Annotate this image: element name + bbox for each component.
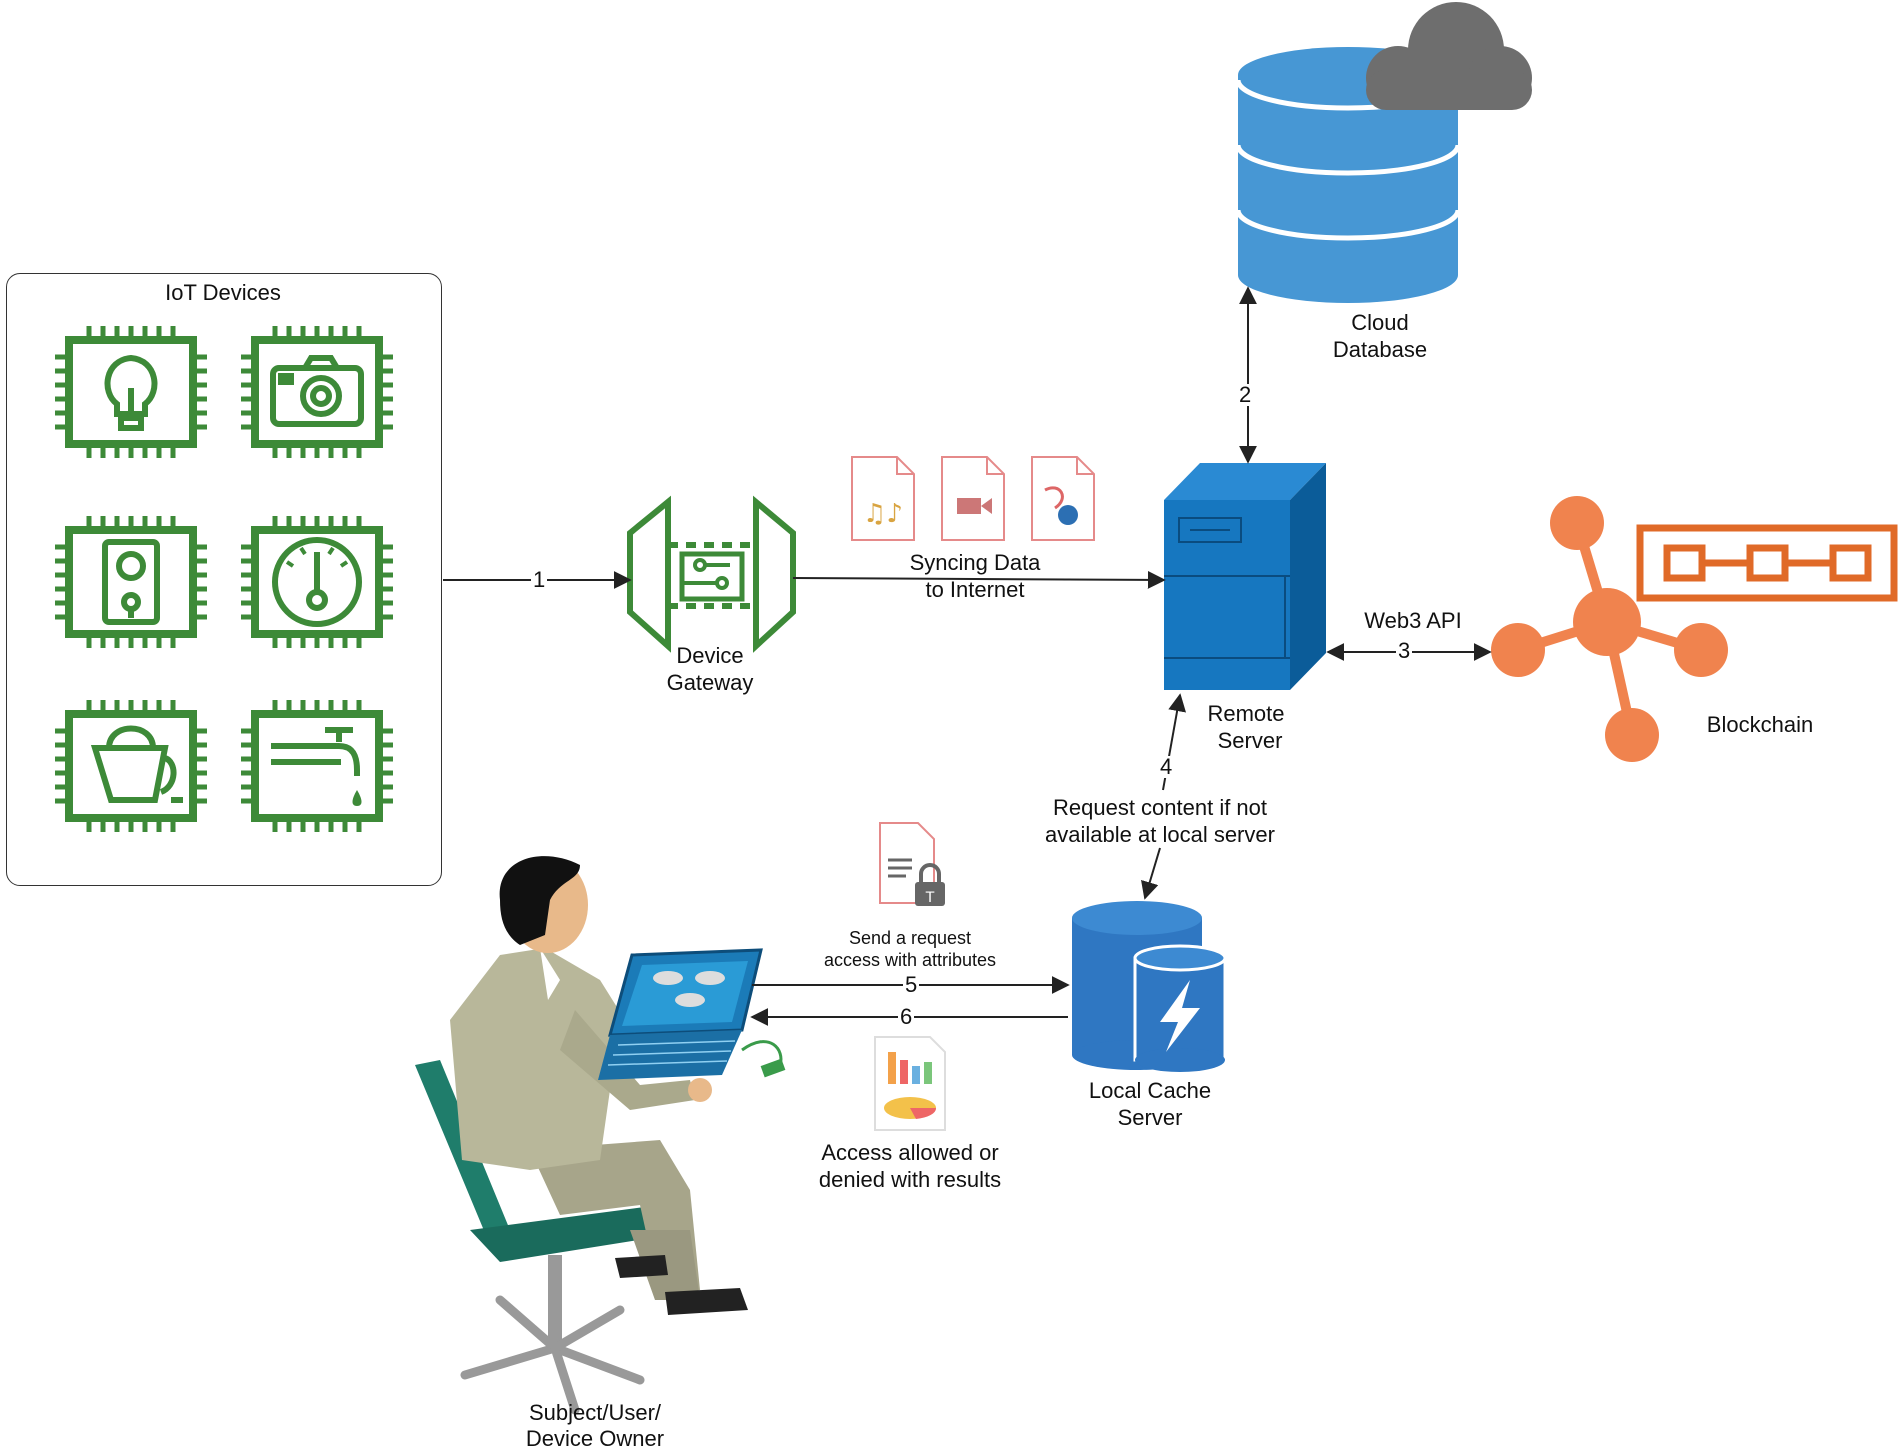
user-label-line1: Subject/User/: [528, 1400, 662, 1425]
kettle-chip-icon: [55, 700, 207, 832]
local-cache-label-line2: Server: [1117, 1105, 1183, 1130]
gateway-label-line1: Device: [676, 643, 744, 668]
edge-3-number: 3: [1396, 638, 1413, 663]
cloud-database-label-line2: Database: [1332, 337, 1428, 362]
sync-label-line1: Syncing Data: [909, 550, 1041, 575]
edge-6-label-line1: Access allowed or: [821, 1140, 999, 1165]
web-document-icon: [1031, 456, 1095, 541]
svg-text:T: T: [925, 890, 935, 906]
local-cache-label-line1: Local Cache: [1088, 1078, 1212, 1103]
edge-3-label: Web3 API: [1364, 608, 1462, 633]
cloud-icon: [1366, 2, 1532, 110]
edge-6-label-line2: denied with results: [818, 1167, 1002, 1192]
iot-devices-group: [6, 273, 442, 886]
lightbulb-chip-icon: [55, 326, 207, 458]
thermometer-gauge-chip-icon: [241, 516, 393, 648]
edge-4-server-to-cache-down: [1141, 847, 1161, 900]
edge-4-label-line1: Request content if not: [1052, 795, 1268, 820]
user-at-laptop-illustration: [415, 856, 786, 1415]
camera-chip-icon: [241, 326, 393, 458]
locked-document-icon: T: [879, 822, 945, 906]
device-gateway-icon: [627, 495, 796, 653]
svg-text:♫♪: ♫♪: [863, 499, 903, 529]
user-label-line2: Device Owner: [525, 1426, 665, 1451]
remote-server-label-line2: Server: [1217, 728, 1283, 753]
edge-5-label-line1: Send a request: [848, 928, 972, 948]
edge-6-number: 6: [898, 1004, 915, 1029]
cloud-database-label-line1: Cloud: [1351, 310, 1409, 335]
local-cache-server-icon: [1072, 901, 1227, 1072]
gateway-label-line2: Gateway: [666, 670, 754, 695]
edge-5-label-line2: access with attributes: [823, 950, 997, 970]
music-document-icon: ♫♪: [851, 456, 915, 541]
blockchain-icon: [1491, 496, 1898, 762]
edge-4-label-line2: available at local server: [1045, 822, 1275, 847]
edge-2-number: 2: [1237, 382, 1254, 407]
water-tap-chip-icon: [241, 700, 393, 832]
edge-4-number: 4: [1158, 754, 1175, 779]
blockchain-label: Blockchain: [1706, 712, 1814, 737]
remote-server-label-line1: Remote: [1207, 701, 1285, 726]
remote-server-icon: [1164, 463, 1326, 690]
video-document-icon: [941, 456, 1005, 541]
cloud-database-icon: [1235, 2, 1532, 303]
sync-label-line2: to Internet: [925, 577, 1025, 602]
speaker-chip-icon: [55, 516, 207, 648]
edge-1-number: 1: [531, 567, 548, 592]
report-chart-document-icon: [874, 1036, 946, 1131]
edge-5-number: 5: [903, 972, 920, 997]
iot-devices-title: IoT Devices: [165, 280, 281, 305]
edge-sync-gateway-to-server: [792, 570, 1166, 589]
